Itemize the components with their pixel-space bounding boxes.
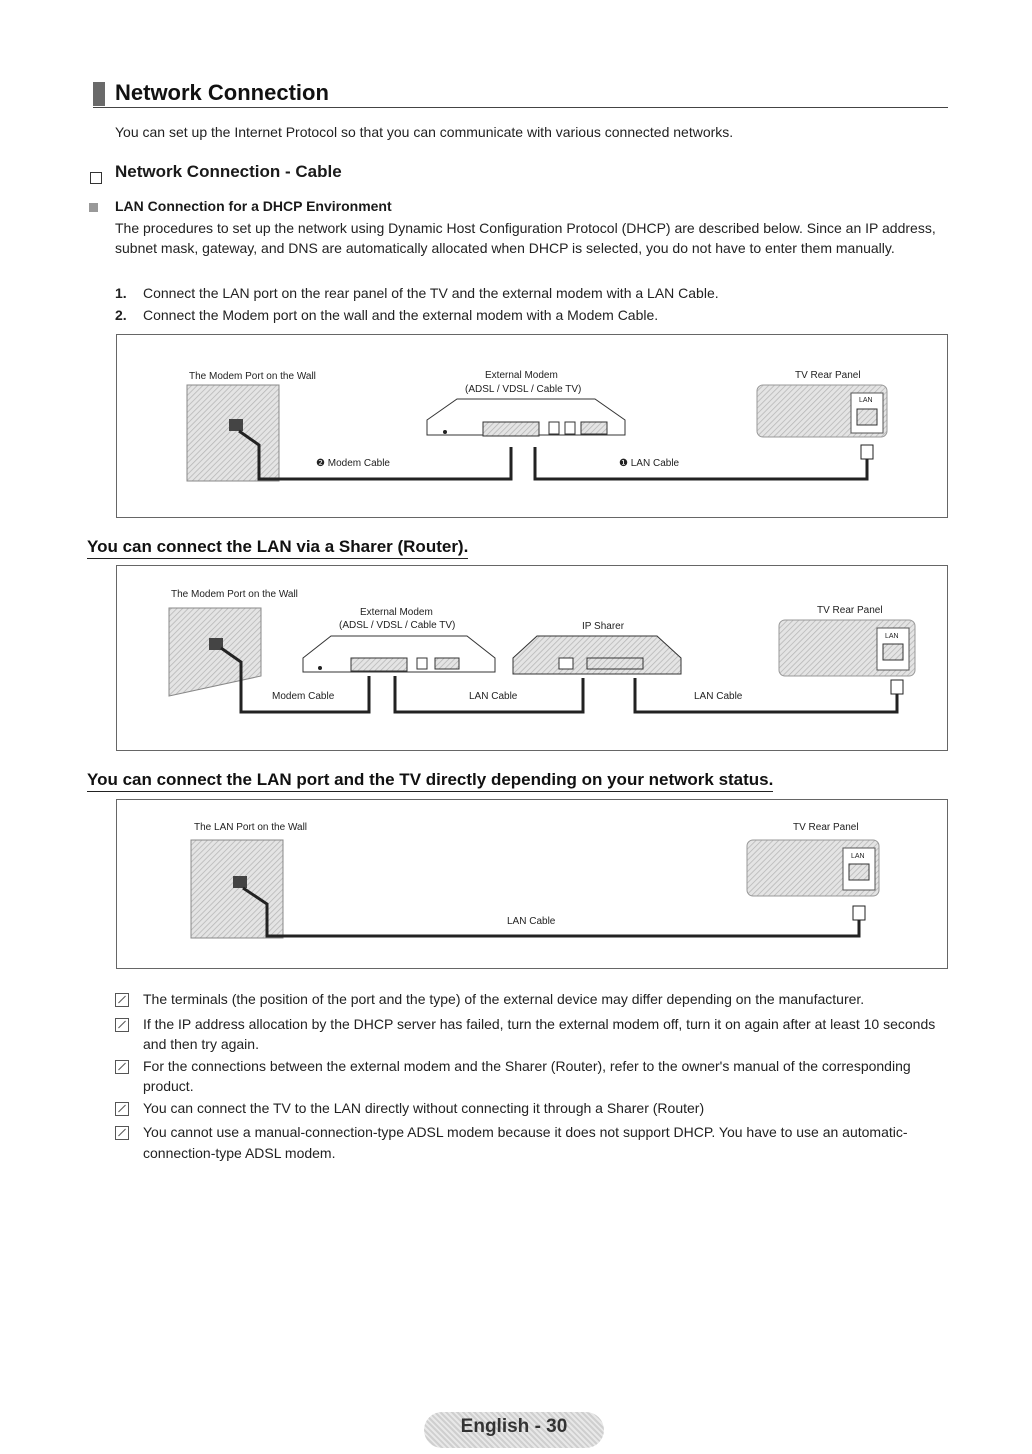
subsection-title: Network Connection - Cable — [115, 162, 342, 182]
lan-cable-line — [535, 447, 867, 479]
checkbox-bullet-icon — [90, 172, 102, 184]
diagram-modem-connection: The Modem Port on the Wall External Mode… — [116, 334, 948, 518]
diagram-direct-connection: The LAN Port on the Wall TV Rear Panel L… — [116, 799, 948, 969]
note-icon — [115, 1102, 129, 1116]
notes-list: The terminals (the position of the port … — [115, 989, 945, 1164]
section-direct-heading: You can connect the LAN port and the TV … — [87, 770, 773, 792]
step-number: 1. — [115, 282, 143, 304]
page-title: Network Connection — [115, 80, 329, 106]
note-item: You can connect the TV to the LAN direct… — [115, 1098, 945, 1122]
intro-text: You can set up the Internet Protocol so … — [115, 124, 733, 140]
sharer-label: IP Sharer — [582, 621, 625, 632]
note-text: You can connect the TV to the LAN direct… — [143, 1098, 704, 1122]
modem-label: External Modem — [485, 370, 558, 381]
dhcp-paragraph: The procedures to set up the network usi… — [115, 219, 945, 258]
step-item: 1.Connect the LAN port on the rear panel… — [115, 282, 719, 304]
note-text: For the connections between the external… — [143, 1056, 945, 1097]
modem-label: External Modem — [360, 607, 433, 618]
title-divider — [93, 107, 948, 108]
tv-lan-port-label: LAN — [851, 853, 865, 860]
tv-lan-port-icon — [857, 409, 877, 425]
lan-cable-line-2 — [635, 678, 897, 712]
wall-label: The Modem Port on the Wall — [171, 589, 298, 600]
step-item: 2.Connect the Modem port on the wall and… — [115, 304, 719, 326]
square-bullet-icon — [89, 203, 98, 212]
note-text: The terminals (the position of the port … — [143, 989, 864, 1013]
section-sharer-heading: You can connect the LAN via a Sharer (Ro… — [87, 537, 468, 559]
lan-cable-label-1: LAN Cable — [469, 691, 518, 702]
wall-label: The Modem Port on the Wall — [189, 371, 316, 382]
wall-graphic — [187, 385, 279, 481]
note-icon — [115, 1060, 129, 1074]
note-item: For the connections between the external… — [115, 1056, 945, 1097]
tv-lan-port-label: LAN — [885, 633, 899, 640]
wall-label: The LAN Port on the Wall — [194, 822, 307, 833]
lan-heading: LAN Connection for a DHCP Environment — [115, 198, 392, 214]
wall-port-icon — [233, 876, 247, 888]
tv-label: TV Rear Panel — [795, 370, 861, 381]
note-icon — [115, 1126, 129, 1140]
tv-label: TV Rear Panel — [817, 605, 883, 616]
note-item: You cannot use a manual-connection-type … — [115, 1122, 945, 1163]
lan-cable-label: ❶ LAN Cable — [619, 458, 680, 469]
note-icon — [115, 993, 129, 1007]
tv-label: TV Rear Panel — [793, 822, 859, 833]
modem-cable-label: Modem Cable — [272, 691, 335, 702]
step-text: Connect the Modem port on the wall and t… — [143, 307, 658, 323]
note-item: The terminals (the position of the port … — [115, 989, 945, 1013]
step-text: Connect the LAN port on the rear panel o… — [143, 285, 719, 301]
title-marker — [93, 82, 105, 106]
modem-cable-line — [239, 431, 511, 479]
note-text: If the IP address allocation by the DHCP… — [143, 1014, 945, 1055]
modem-ports-icon — [483, 422, 539, 436]
wall-graphic — [169, 608, 261, 696]
wall-graphic — [191, 840, 283, 938]
page-number: English - 30 — [424, 1416, 604, 1438]
modem-sub-label: (ADSL / VDSL / Cable TV) — [465, 384, 581, 395]
diagram-sharer-connection: The Modem Port on the Wall External Mode… — [116, 565, 948, 751]
wall-port-icon — [229, 419, 243, 431]
tv-lan-port-label: LAN — [859, 397, 873, 404]
note-icon — [115, 1018, 129, 1032]
note-text: You cannot use a manual-connection-type … — [143, 1122, 945, 1163]
lan-cable-label: LAN Cable — [507, 916, 556, 927]
lan-cable-label-2: LAN Cable — [694, 691, 743, 702]
note-item: If the IP address allocation by the DHCP… — [115, 1014, 945, 1055]
modem-cable-label: ❷ Modem Cable — [316, 458, 390, 469]
step-number: 2. — [115, 304, 143, 326]
steps-list: 1.Connect the LAN port on the rear panel… — [115, 282, 719, 326]
modem-sub-label: (ADSL / VDSL / Cable TV) — [339, 620, 455, 631]
